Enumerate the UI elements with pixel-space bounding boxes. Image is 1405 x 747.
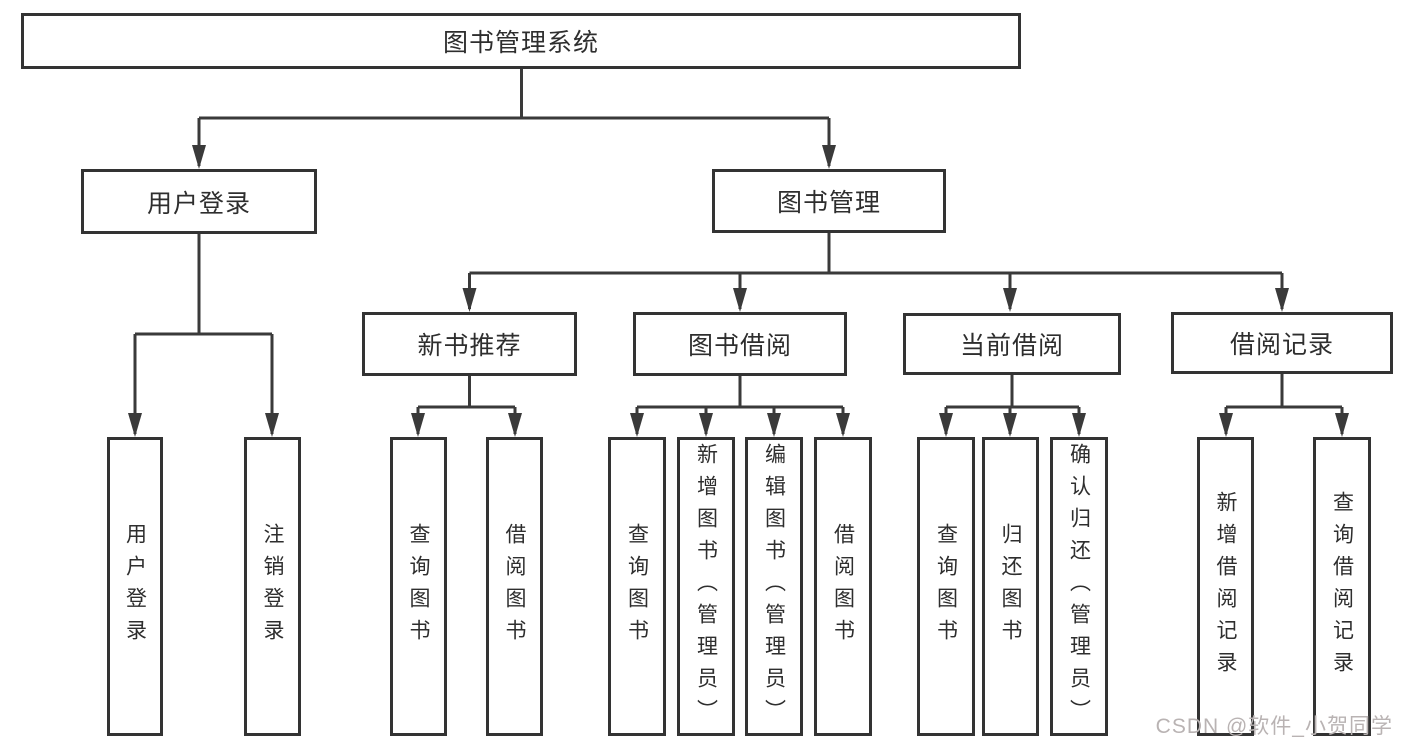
csdn-watermark: CSDN @软件_小贺同学	[1155, 715, 1393, 738]
node-label: 新增图书（管理员）	[694, 442, 718, 731]
arrowhead	[767, 413, 781, 437]
arrowhead	[836, 413, 850, 437]
leaf-borrow-books: 借阅图书	[814, 437, 872, 736]
leaf-return-books: 归还图书	[982, 437, 1039, 736]
node-book-borrow: 图书借阅	[633, 312, 847, 376]
leaf-borrow-books-recommend: 借阅图书	[486, 437, 543, 736]
node-label: 注销登录	[261, 522, 284, 651]
arrowhead	[1275, 288, 1289, 312]
arrowhead	[192, 145, 206, 169]
arrowhead	[1219, 413, 1233, 437]
node-label: 当前借阅	[959, 332, 1064, 360]
arrowhead	[1072, 413, 1086, 437]
leaf-add-borrow-record: 新增借阅记录	[1197, 437, 1254, 736]
node-label: 查询图书	[407, 522, 430, 651]
node-user-login: 用户登录	[81, 169, 317, 234]
arrowhead	[265, 413, 279, 437]
node-label: 用户登录	[146, 189, 251, 218]
node-label: 查询借阅记录	[1330, 490, 1354, 683]
node-label: 借阅图书	[503, 522, 526, 651]
arrowhead	[822, 145, 836, 169]
node-label: 新书推荐	[417, 332, 522, 360]
arrowhead	[699, 413, 713, 437]
node-library-management-system: 图书管理系统	[21, 13, 1021, 69]
leaf-query-borrow-record: 查询借阅记录	[1313, 437, 1371, 736]
arrowhead	[630, 413, 644, 437]
arrowhead	[411, 413, 425, 437]
arrowhead	[1003, 288, 1017, 312]
node-label: 编辑图书（管理员）	[762, 442, 786, 731]
connector-book-borrow-group	[635, 376, 845, 434]
arrowhead	[462, 288, 477, 312]
connector-root-to-level2	[197, 69, 831, 166]
node-current-borrow: 当前借阅	[903, 313, 1121, 375]
leaf-edit-books-admin: 编辑图书（管理员）	[745, 437, 803, 736]
node-label: 确认归还（管理员）	[1067, 442, 1091, 731]
leaf-query-books-borrow: 查询图书	[608, 437, 666, 736]
leaf-user-login: 用户登录	[107, 437, 163, 736]
node-label: 新增借阅记录	[1214, 490, 1237, 683]
node-label: 借阅图书	[831, 522, 855, 651]
connector-user-login-group	[133, 234, 274, 434]
leaf-add-books-admin: 新增图书（管理员）	[677, 437, 735, 736]
connector-book-management-to-level3	[468, 233, 1284, 309]
leaf-confirm-return-admin: 确认归还（管理员）	[1050, 437, 1108, 736]
arrowhead	[1335, 413, 1349, 437]
arrowhead	[939, 413, 953, 437]
arrowhead	[508, 413, 522, 437]
arrowhead	[733, 288, 747, 312]
node-label: 借阅记录	[1229, 331, 1334, 359]
leaf-query-books-current: 查询图书	[917, 437, 975, 736]
leaf-query-books-recommend: 查询图书	[390, 437, 447, 736]
node-new-book-recommend: 新书推荐	[362, 312, 577, 376]
connector-borrow-records-group	[1224, 374, 1344, 434]
node-borrow-records: 借阅记录	[1171, 312, 1393, 374]
leaf-logout: 注销登录	[244, 437, 301, 736]
arrowhead	[1003, 413, 1017, 437]
node-label: 图书管理	[776, 189, 881, 217]
node-book-management: 图书管理	[712, 169, 946, 233]
node-label: 查询图书	[625, 522, 649, 651]
node-label: 查询图书	[934, 522, 958, 651]
node-label: 图书借阅	[687, 332, 792, 360]
node-label: 用户登录	[123, 522, 147, 651]
node-label: 图书管理系统	[442, 29, 599, 57]
node-label: 归还图书	[999, 522, 1022, 651]
connector-new-books-group	[416, 376, 517, 434]
arrowhead	[128, 413, 142, 437]
